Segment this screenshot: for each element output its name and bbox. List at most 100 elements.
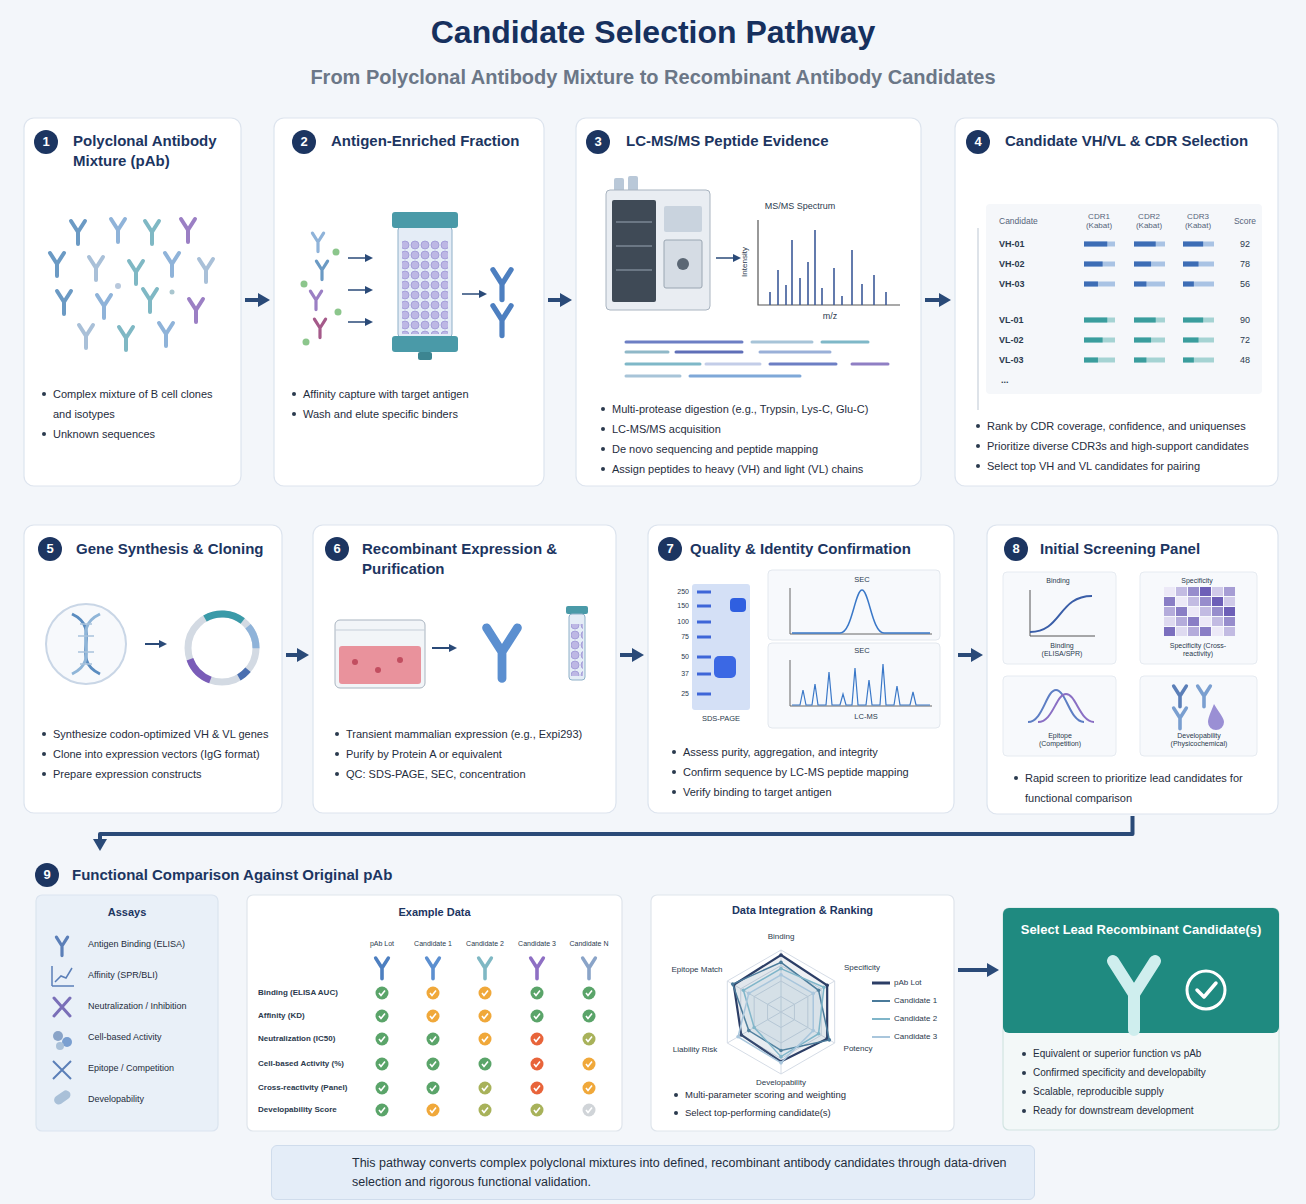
node-title: Data Integration & Ranking <box>657 903 948 917</box>
illustration-part <box>571 624 583 676</box>
illustration-part <box>534 1086 540 1091</box>
illustration-part <box>376 1082 389 1095</box>
panel-fill <box>576 118 921 486</box>
node-title: Polyclonal Antibody Mixture (pAb) <box>73 131 233 170</box>
legend-text: Candidate 3 <box>894 1032 937 1041</box>
illustration-part <box>583 1104 596 1117</box>
bullet-text: LC-MS/MS acquisition <box>612 419 913 439</box>
illustration-part <box>531 1058 544 1071</box>
bullet-list: Complex mixture of B cell clones and iso… <box>53 384 233 444</box>
bullet-dot <box>601 467 605 471</box>
illustration-part <box>1003 908 1279 1033</box>
illustration-part <box>397 657 403 663</box>
illustration-part <box>586 1062 592 1067</box>
illustration-part <box>534 1037 540 1042</box>
illustration-part <box>852 363 888 366</box>
illustration-part <box>1134 318 1165 323</box>
panel-fill <box>24 118 241 486</box>
illustration-part <box>427 1033 440 1046</box>
illustration-part <box>1174 686 1187 707</box>
legend-line <box>872 1000 890 1002</box>
legend-line <box>872 1018 890 1020</box>
illustration-part <box>1174 708 1187 729</box>
legend-text: pAb Lot <box>894 978 922 987</box>
illustration-part <box>612 200 656 302</box>
bullet-text: Clone into expression vectors (IgG forma… <box>53 744 274 764</box>
illustration-part <box>482 991 488 996</box>
bullet-text: Ready for downstream development <box>1033 1101 1271 1120</box>
illustration-part <box>339 646 421 684</box>
node-title: Antigen-Enriched Fraction <box>331 131 536 151</box>
illustration-part <box>1212 607 1223 616</box>
illustration-part <box>825 984 829 988</box>
illustration-part <box>129 261 143 284</box>
illustration-part <box>376 1058 389 1071</box>
node-title: Recombinant Expression & Purification <box>362 539 608 578</box>
illustration-part <box>89 257 103 280</box>
illustration-part <box>583 1010 596 1023</box>
table-cell: VL-02 <box>999 335 1024 345</box>
bullet-dot <box>1014 776 1018 780</box>
assay-list: AssaysAntigen Binding (ELISA)Affinity (S… <box>36 895 218 1131</box>
illustration-part <box>779 953 783 957</box>
table-header: CDR3 (Kabat) <box>1176 212 1220 230</box>
panel-caption: Specificity (Cross-reactivity) <box>1158 642 1238 658</box>
illustration-part <box>479 1058 492 1071</box>
illustration-part <box>1183 338 1199 343</box>
flow-arrow <box>100 816 1133 841</box>
node-title: Gene Synthesis & Cloning <box>76 539 274 559</box>
illustration-part <box>779 1061 783 1065</box>
illustration-part <box>586 1086 592 1091</box>
table-cell: VH-01 <box>999 239 1025 249</box>
illustration-part <box>1164 617 1175 626</box>
bullet-text: Verify binding to target antigen <box>683 782 946 802</box>
illustration-part <box>738 975 813 1063</box>
illustration-part <box>427 987 440 1000</box>
illustration-part <box>1140 572 1257 664</box>
illustration-part <box>727 950 834 1074</box>
illustration-part <box>427 1010 440 1023</box>
illustration-part <box>427 987 440 1000</box>
illustration-part <box>616 222 652 270</box>
illustration-part <box>479 1010 492 1023</box>
illustration-part <box>1134 262 1151 267</box>
illustration-part <box>1183 318 1203 323</box>
illustration-part <box>392 336 458 352</box>
illustration-part <box>1198 686 1211 707</box>
illustration-part <box>692 584 750 710</box>
caption-box: This pathway converts complex polyclonal… <box>271 1145 1035 1200</box>
illustration-part <box>1134 282 1146 287</box>
illustration-part <box>430 1086 436 1091</box>
bullet-dot <box>292 412 296 416</box>
illustration-part <box>1134 242 1156 247</box>
illustration-part <box>479 1104 492 1117</box>
illustration-part <box>430 1062 436 1067</box>
bullet-list: Antigen Binding (ELISA)Affinity (SPR/BLI… <box>88 929 210 1115</box>
bullet-text: Wash and elute specific binders <box>303 404 536 424</box>
illustration-part <box>427 1082 440 1095</box>
panel-fill <box>955 118 1278 486</box>
qc-charts <box>692 570 940 728</box>
table-cell: Cross-reactivity (Panel) <box>258 1083 347 1092</box>
illustration-part <box>418 352 432 360</box>
illustration-part <box>730 598 746 612</box>
illustration-part <box>1134 262 1165 267</box>
illustration-part <box>479 1033 492 1046</box>
illustration-part <box>376 987 596 1117</box>
illustration-part <box>159 323 173 346</box>
illustration-part <box>1200 617 1211 626</box>
illustration-part <box>1164 627 1175 636</box>
illustration-part <box>1140 676 1257 756</box>
illustration-part <box>376 1104 389 1117</box>
illustration-part <box>1224 617 1235 626</box>
axis-label: Binding <box>751 932 811 941</box>
bullet-text: Affinity capture with target antigen <box>303 384 536 404</box>
illustration-part <box>335 309 342 316</box>
illustration-part <box>583 958 596 979</box>
illustration-part <box>379 1108 385 1113</box>
bullet-text: Scalable, reproducible supply <box>1033 1082 1271 1101</box>
illustration-part <box>811 1029 815 1033</box>
illustration-part <box>583 987 596 1000</box>
